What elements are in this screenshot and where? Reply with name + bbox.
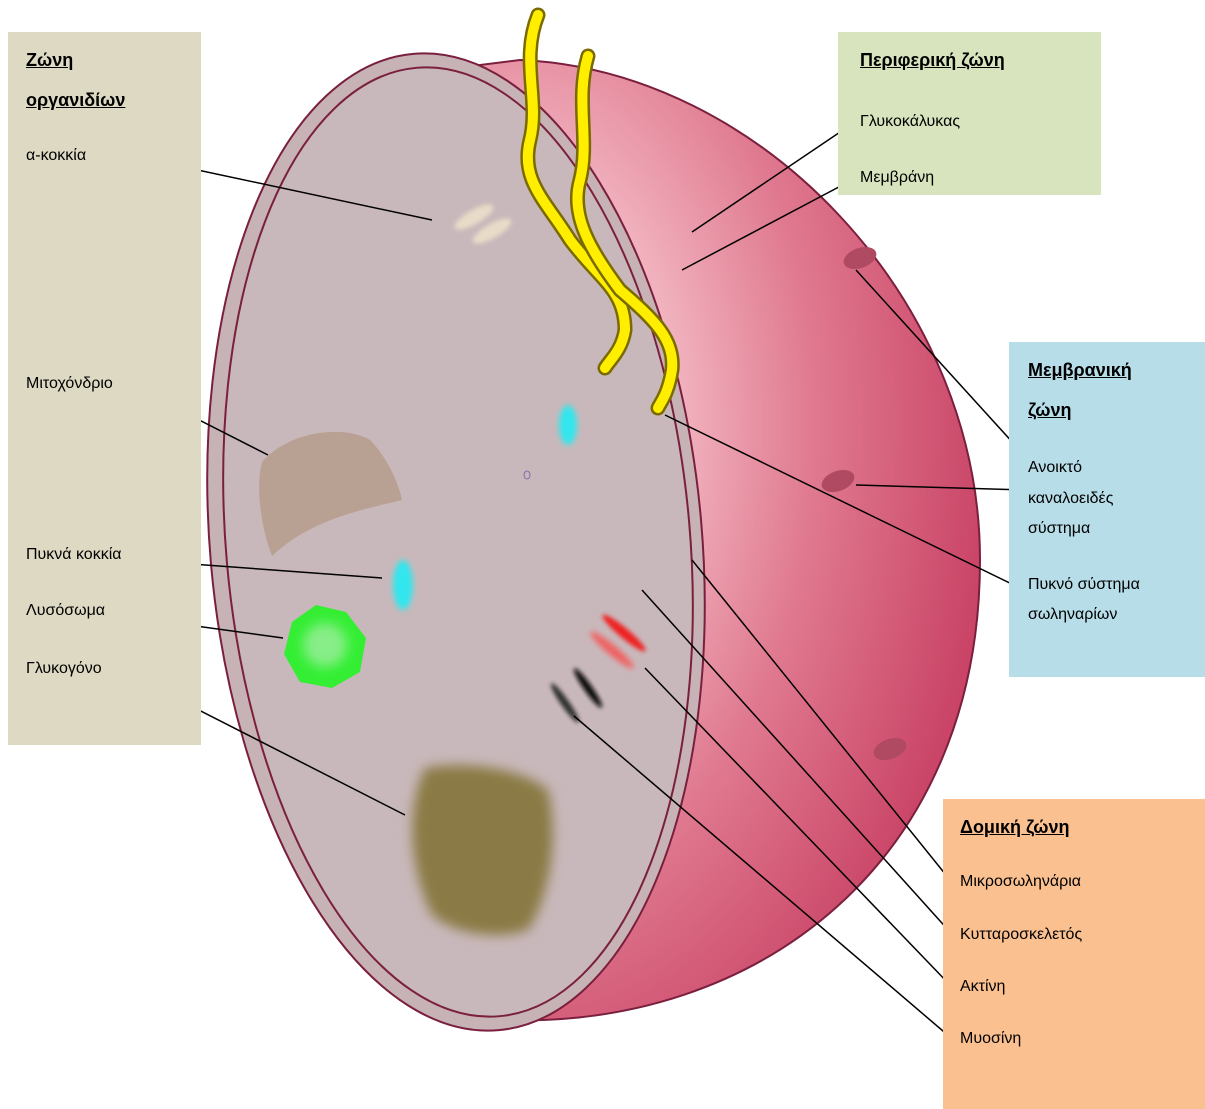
label-myosin: Μυοσίνη xyxy=(960,1027,1021,1051)
label-glycocalyx: Γλυκοκάλυκας xyxy=(860,110,960,134)
label-cytoskeleton: Κυτταροσκελετός xyxy=(960,923,1082,947)
label-open-canalicular-line1: Ανοικτό xyxy=(1028,456,1082,480)
dense-granule xyxy=(393,560,413,610)
structural-zone-title: Δομική ζώνη xyxy=(960,811,1069,843)
organelle-zone-title-line1: Ζώνη xyxy=(26,44,73,76)
structural-zone-box: Δομική ζώνη Μικροσωληνάρια Κυτταροσκελετ… xyxy=(943,799,1205,1109)
glycogen-shape xyxy=(412,765,552,935)
membrane-zone-title-line2: ζώνη xyxy=(1028,394,1072,426)
membrane-zone-box: Μεμβρανική ζώνη Ανοικτό καναλοειδές σύστ… xyxy=(1009,342,1205,677)
label-lysosome: Λυσόσωμα xyxy=(26,599,105,623)
label-glycogen: Γλυκογόνο xyxy=(26,657,102,681)
lysosome-core xyxy=(303,623,347,667)
label-dense-tubular-line1: Πυκνό σύστημα xyxy=(1028,573,1140,597)
label-alpha-granules: α-κοκκία xyxy=(26,144,86,168)
peripheral-zone-box: Περιφερική ζώνη Γλυκοκάλυκας Μεμβράνη xyxy=(838,32,1101,195)
label-mitochondrion: Μιτοχόνδριο xyxy=(26,372,113,396)
label-microtubules: Μικροσωληνάρια xyxy=(960,870,1081,894)
label-dense-granules: Πυκνά κοκκία xyxy=(26,543,122,567)
dense-granule xyxy=(559,405,577,445)
organelle-zone-box: Ζώνη οργανιδίων α-κοκκία Μιτοχόνδριο Πυκ… xyxy=(8,32,201,745)
label-actin: Ακτίνη xyxy=(960,975,1005,999)
label-dense-tubular-line2: σωληναρίων xyxy=(1028,603,1117,627)
label-open-canalicular-line3: σύστημα xyxy=(1028,517,1090,541)
membrane-zone-title-line1: Μεμβρανική xyxy=(1028,354,1132,386)
label-open-canalicular-line2: καναλοειδές xyxy=(1028,487,1113,511)
peripheral-zone-title: Περιφερική ζώνη xyxy=(860,44,1005,76)
organelle-zone-title-line2: οργανιδίων xyxy=(26,84,125,116)
label-membrane: Μεμβράνη xyxy=(860,166,934,190)
